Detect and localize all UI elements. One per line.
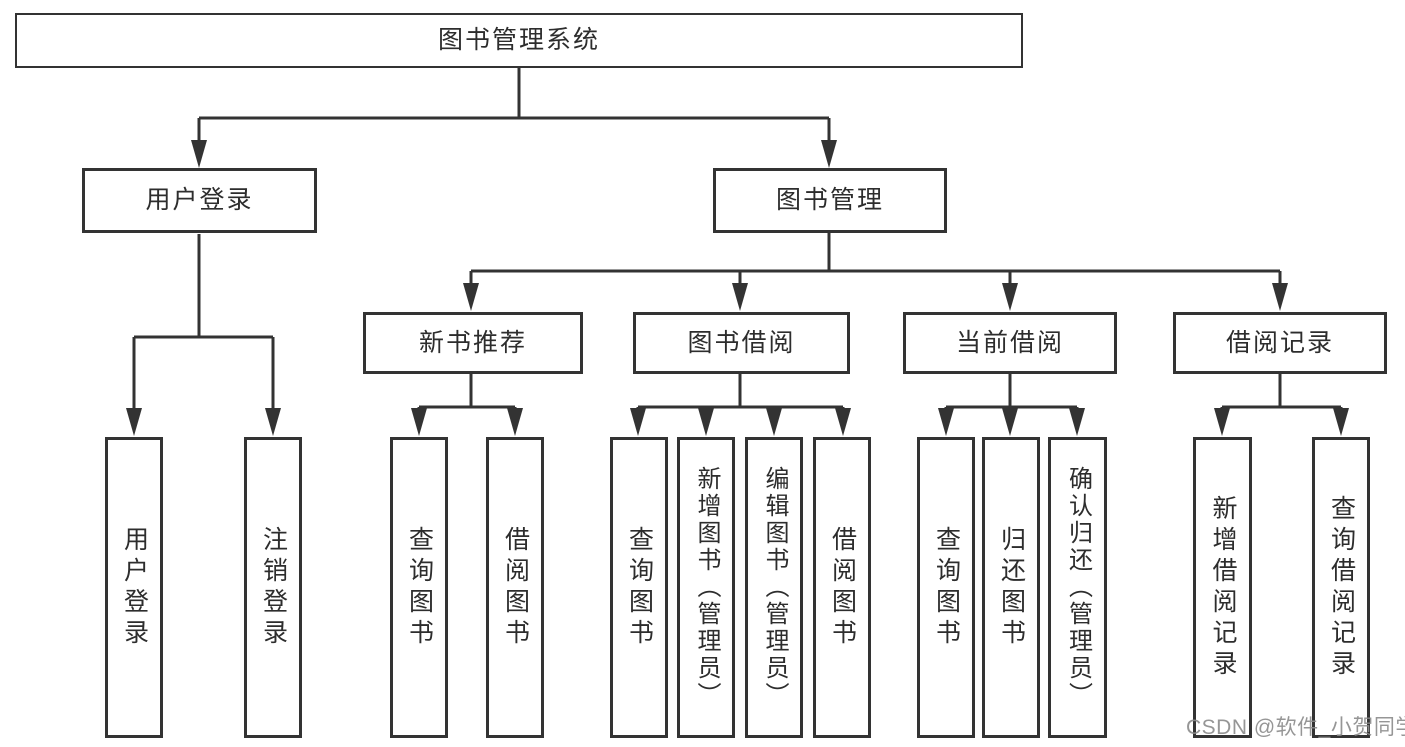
leaf-bb-borrow-books-label: 借阅图书 xyxy=(828,525,857,650)
leaf-bb-edit-books-admin-label: 编辑图书（管理员） xyxy=(761,466,788,709)
arrowhead-leaf-user-login xyxy=(126,408,142,436)
arrowhead-leaf-logout xyxy=(265,408,281,436)
arrowhead-leaf-bb-borrow xyxy=(835,408,851,436)
leaf-cb-return-books-label: 归还图书 xyxy=(997,525,1026,650)
node-borrow-records-label: 借阅记录 xyxy=(1225,328,1334,357)
leaf-logout-login: 注销登录 xyxy=(244,437,302,738)
node-current-borrow: 当前借阅 xyxy=(903,312,1117,374)
leaf-logout-login-label: 注销登录 xyxy=(259,525,288,650)
node-new-book-recommend-label: 新书推荐 xyxy=(418,328,527,357)
arrowhead-leaf-nbr-query xyxy=(411,408,427,436)
arrowhead-book-mgmt xyxy=(821,140,837,168)
arrowhead-leaf-bb-edit xyxy=(766,408,782,436)
node-book-borrow-label: 图书借阅 xyxy=(687,328,796,357)
leaf-bb-query-books-label: 查询图书 xyxy=(625,525,654,650)
leaf-bb-query-books: 查询图书 xyxy=(610,437,668,738)
arrowhead-leaf-br-query xyxy=(1333,408,1349,436)
arrowhead-book-borrow xyxy=(732,283,748,311)
node-root-label: 图书管理系统 xyxy=(437,26,600,54)
node-borrow-records: 借阅记录 xyxy=(1173,312,1387,374)
arrowhead-leaf-cb-confirm xyxy=(1069,408,1085,436)
leaf-cb-query-books-label: 查询图书 xyxy=(932,525,961,650)
leaf-user-login-label: 用户登录 xyxy=(120,525,149,650)
leaf-br-add-record: 新增借阅记录 xyxy=(1193,437,1252,738)
arrowhead-current-borrow xyxy=(1002,283,1018,311)
leaf-rec-borrow-books: 借阅图书 xyxy=(486,437,544,738)
connector-new-book-rec-to-children xyxy=(417,374,517,412)
leaf-rec-borrow-books-label: 借阅图书 xyxy=(501,525,530,650)
node-user-login-label: 用户登录 xyxy=(145,186,254,214)
node-book-management: 图书管理 xyxy=(713,168,947,233)
arrowhead-leaf-bb-query xyxy=(630,408,646,436)
node-book-borrow: 图书借阅 xyxy=(633,312,850,374)
leaf-cb-confirm-return-admin-label: 确认归还（管理员） xyxy=(1064,466,1092,709)
arrowhead-leaf-cb-query xyxy=(938,408,954,436)
arrowhead-leaf-bb-add xyxy=(698,408,714,436)
node-user-login: 用户登录 xyxy=(82,168,317,233)
leaf-cb-return-books: 归还图书 xyxy=(982,437,1040,738)
arrowhead-leaf-nbr-borrow xyxy=(507,408,523,436)
connector-user-login-to-children xyxy=(132,234,275,412)
arrowhead-user-login xyxy=(191,140,207,168)
leaf-br-query-record: 查询借阅记录 xyxy=(1312,437,1370,738)
leaf-bb-add-books-admin-label: 新增图书（管理员） xyxy=(693,466,720,709)
leaf-cb-query-books: 查询图书 xyxy=(917,437,975,738)
node-current-borrow-label: 当前借阅 xyxy=(955,328,1064,357)
arrowhead-borrow-records xyxy=(1272,283,1288,311)
connector-current-borrow-to-children xyxy=(944,374,1079,412)
leaf-cb-confirm-return-admin: 确认归还（管理员） xyxy=(1048,437,1107,738)
connector-book-mgmt-to-level3 xyxy=(469,233,1282,288)
leaf-user-login: 用户登录 xyxy=(105,437,163,738)
csdn-watermark: CSDN @软件_小贺同学 xyxy=(1186,716,1405,739)
node-root-library-system: 图书管理系统 xyxy=(15,13,1023,68)
arrowhead-new-book-rec xyxy=(463,283,479,311)
connector-borrow-records-to-children xyxy=(1220,374,1343,412)
leaf-bb-edit-books-admin: 编辑图书（管理员） xyxy=(745,437,803,738)
connector-root-to-level2 xyxy=(197,68,831,145)
leaf-rec-query-books-label: 查询图书 xyxy=(405,525,434,650)
leaf-bb-add-books-admin: 新增图书（管理员） xyxy=(677,437,735,738)
node-new-book-recommend: 新书推荐 xyxy=(363,312,583,374)
connector-book-borrow-to-children xyxy=(636,374,845,412)
node-book-management-label: 图书管理 xyxy=(775,186,884,214)
leaf-br-add-record-label: 新增借阅记录 xyxy=(1209,494,1237,681)
leaf-rec-query-books: 查询图书 xyxy=(390,437,448,738)
leaf-bb-borrow-books: 借阅图书 xyxy=(813,437,871,738)
leaf-br-query-record-label: 查询借阅记录 xyxy=(1327,494,1356,681)
arrowhead-leaf-br-add xyxy=(1214,408,1230,436)
arrowhead-leaf-cb-return xyxy=(1002,408,1018,436)
